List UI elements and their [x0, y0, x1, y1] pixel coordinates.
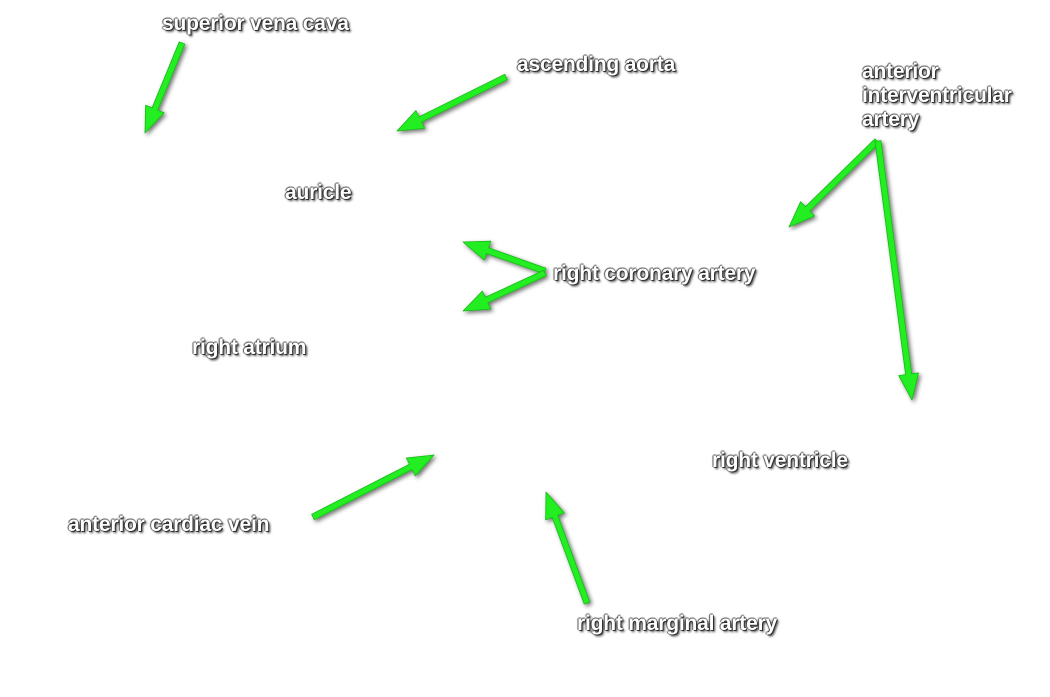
label-right-ventricle: right ventricle [712, 449, 848, 472]
label-right-marginal-artery: right marginal artery [577, 612, 778, 635]
arrow-ascending-aorta [396, 73, 508, 132]
label-right-coronary-artery: right coronary artery [553, 262, 756, 285]
label-anterior-interventricular-artery: anterior interventricular artery [862, 60, 1012, 132]
label-superior-vena-cava: superior vena cava [162, 12, 349, 35]
label-ascending-aorta: ascending aorta [517, 53, 676, 76]
arrow-anterior-cardiac-vein [311, 454, 435, 521]
arrow-right-coronary-artery-upper [462, 240, 547, 275]
arrow-anterior-interventricular-artery-lower [874, 140, 919, 401]
label-anterior-cardiac-vein: anterior cardiac vein [68, 513, 270, 536]
label-right-atrium: right atrium [192, 336, 307, 359]
arrow-anterior-interventricular-artery-upper [788, 138, 880, 228]
label-line-1: anterior [862, 60, 939, 83]
arrow-right-coronary-artery-lower [462, 269, 547, 312]
label-line-2: interventricular [862, 84, 1012, 107]
arrow-right-marginal-artery [545, 491, 591, 605]
label-auricle: auricle [285, 181, 352, 204]
label-line-3: artery [862, 108, 920, 131]
arrow-superior-vena-cava [144, 41, 186, 134]
